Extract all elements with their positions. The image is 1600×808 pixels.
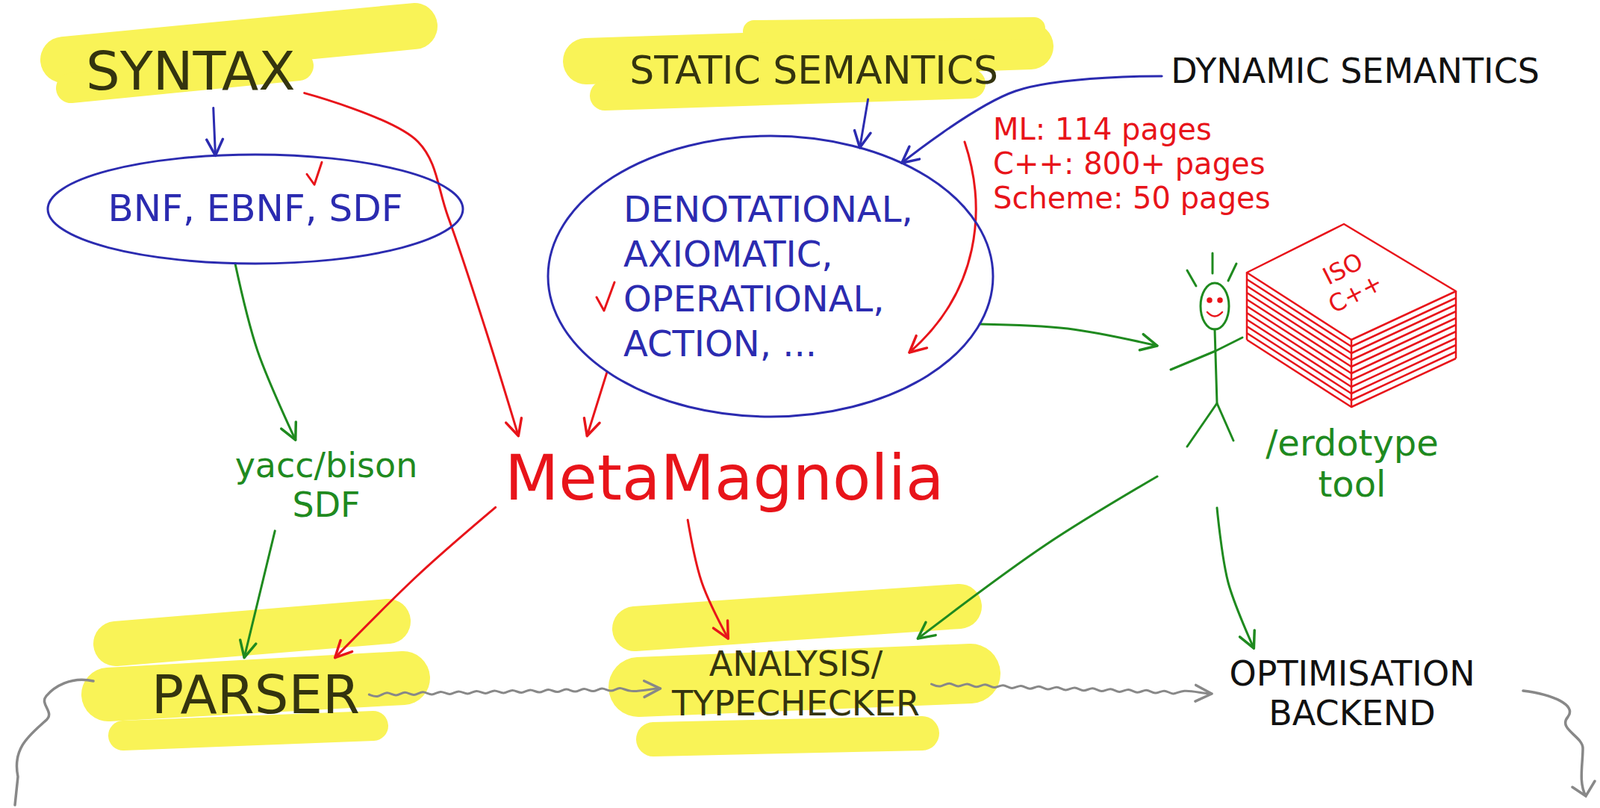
static-semantics-heading: STATIC SEMANTICS	[620, 42, 1008, 100]
node-text: ANALYSIS/ TYPECHECKER	[669, 644, 923, 724]
figure-legs	[1187, 403, 1234, 447]
figure-eye	[1208, 298, 1212, 303]
typechecker-stage: ANALYSIS/ TYPECHECKER	[660, 638, 932, 730]
node-text: SYNTAX	[85, 40, 296, 103]
bracket-left	[14, 679, 94, 805]
highlight-static	[754, 28, 1035, 32]
connector	[860, 99, 869, 148]
node-text: STATIC SEMANTICS	[629, 48, 999, 94]
connector	[979, 324, 1158, 346]
book-title: ISO C++	[1309, 243, 1389, 321]
notation-ellipse: BNF, EBNF, SDF	[46, 153, 465, 266]
parser-stage: PARSER	[141, 657, 369, 732]
ellipse-shape	[548, 135, 994, 417]
connector	[917, 476, 1158, 639]
connector	[931, 683, 1213, 694]
page-count-note: ML: 114 pages	[993, 111, 1212, 147]
node-text: /erdotype tool	[1263, 422, 1441, 505]
metamagnolia-title: MetaMagnolia	[495, 436, 954, 521]
connector	[1216, 507, 1254, 649]
book-stack	[1246, 223, 1456, 407]
semantics-ellipse: DENOTATIONAL, AXIOMATIC, OPERATIONAL, AC…	[546, 134, 995, 419]
figure-face	[1207, 298, 1223, 317]
parser-generator-note: yacc/bison SDF	[223, 439, 430, 531]
connector	[304, 93, 519, 437]
tick-mark	[306, 162, 322, 185]
highlighter-strokes	[63, 26, 1035, 740]
dynamic-semantics-heading: DYNAMIC SEMANTICS	[1161, 45, 1549, 98]
node-text: yacc/bison SDF	[232, 445, 421, 525]
node-text: PARSER	[150, 663, 360, 726]
page-count-note: Scheme: 50 pages	[993, 180, 1270, 216]
highlight-analysis	[653, 733, 923, 740]
node-text: OPTIMISATION BACKEND	[1226, 654, 1478, 734]
bracket-right	[1523, 690, 1595, 796]
connector	[335, 506, 496, 658]
backend-stage: OPTIMISATION BACKEND	[1211, 648, 1493, 740]
connector	[213, 107, 216, 156]
node-text: DYNAMIC SEMANTICS	[1170, 51, 1540, 92]
connector	[687, 519, 728, 639]
page-count-note: C++: 800+ pages	[993, 146, 1265, 181]
node-text: BNF, EBNF, SDF	[107, 187, 403, 231]
prototype-tool-figure: /erdotype tool	[1157, 246, 1456, 508]
connector	[235, 263, 296, 440]
ellipse-outline	[546, 134, 995, 419]
tick-mark	[596, 282, 615, 311]
syntax-heading: SYNTAX	[76, 34, 305, 109]
highlight-parser	[123, 725, 374, 736]
figure-smile	[1207, 312, 1223, 317]
figure-arms	[1170, 337, 1243, 370]
node-text: DENOTATIONAL, AXIOMATIC, OPERATIONAL, AC…	[623, 186, 918, 366]
book-top	[1246, 223, 1456, 340]
figure-head	[1200, 282, 1229, 330]
page-count-leader	[909, 141, 976, 353]
figure-body	[1214, 329, 1217, 404]
node-text: MetaMagnolia	[504, 441, 945, 515]
connector	[368, 688, 661, 697]
highlight-analysis	[634, 606, 960, 629]
ellipse-shape	[47, 154, 463, 264]
stick-figure	[1170, 253, 1243, 447]
connector	[586, 371, 607, 437]
figure-eye	[1218, 298, 1223, 303]
figure-rays	[1187, 253, 1237, 286]
connector	[244, 530, 275, 658]
